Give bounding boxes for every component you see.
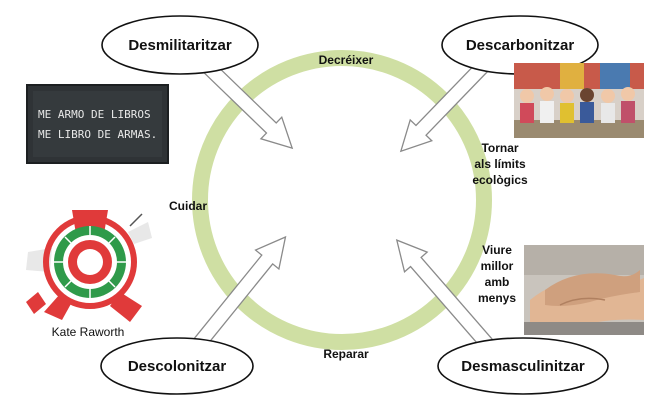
degrowth-ring bbox=[192, 50, 492, 350]
node-desmasculinitzar: Desmasculinitzar bbox=[437, 337, 609, 395]
label-viure-line3: amb bbox=[485, 275, 510, 289]
arrow-descolonitzar bbox=[191, 235, 287, 351]
node-descolonitzar: Descolonitzar bbox=[100, 337, 254, 395]
node-desmilitaritzar-label: Desmilitaritzar bbox=[128, 37, 232, 54]
node-descarbonitzar: Descarbonitzar bbox=[441, 15, 599, 75]
label-viure-line1: Viure bbox=[482, 243, 512, 257]
label-viure-line4: menys bbox=[478, 291, 516, 305]
children-photo bbox=[514, 63, 644, 138]
doughnut-economics-diagram: Kate Raworth bbox=[26, 210, 152, 339]
node-desmasculinitzar-label: Desmasculinitzar bbox=[461, 358, 585, 375]
arrow-desmasculinitzar bbox=[395, 239, 495, 351]
label-limits-line3: ecològics bbox=[472, 173, 528, 187]
label-limits-line2: als límits bbox=[474, 157, 526, 171]
label-viure-line2: millor bbox=[481, 259, 514, 273]
ring-label-reparar: Reparar bbox=[323, 347, 369, 361]
arrow-desmilitaritzar bbox=[197, 56, 294, 150]
arrow-descarbonitzar bbox=[399, 56, 493, 153]
node-descolonitzar-label: Descolonitzar bbox=[128, 358, 227, 375]
chalkboard-photo: ME ARMO DE LIBROS ME LIBRO DE ARMAS. bbox=[26, 84, 169, 164]
label-limits-line1: Tornar bbox=[481, 141, 518, 155]
hands-photo bbox=[524, 245, 644, 335]
node-descarbonitzar-label: Descarbonitzar bbox=[466, 37, 575, 54]
node-desmilitaritzar: Desmilitaritzar bbox=[101, 15, 259, 75]
chalkboard-line1: ME ARMO DE LIBROS bbox=[38, 108, 151, 121]
ring-label-cuidar: Cuidar bbox=[169, 199, 207, 213]
ring-label-decreixer: Decréixer bbox=[319, 53, 374, 67]
chalkboard-line2: ME LIBRO DE ARMAS. bbox=[38, 128, 157, 141]
author-caption: Kate Raworth bbox=[52, 325, 125, 339]
